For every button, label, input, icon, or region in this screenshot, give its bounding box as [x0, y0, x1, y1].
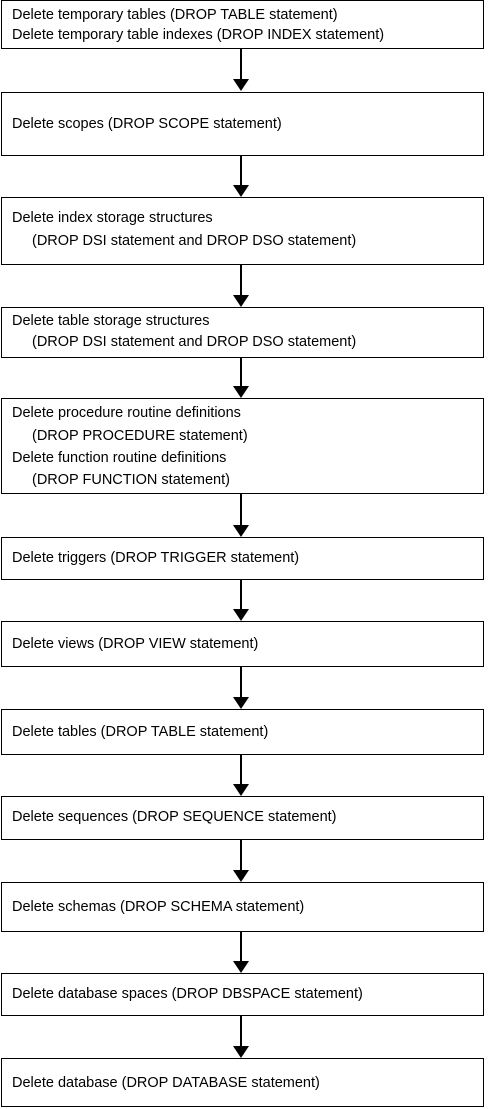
step-text: (DROP PROCEDURE statement) — [32, 428, 248, 444]
flow-arrow — [233, 49, 249, 91]
step-text: Delete temporary tables (DROP TABLE stat… — [12, 7, 338, 23]
step-box-database: Delete database (DROP DATABASE statement… — [1, 1058, 484, 1107]
flow-arrow — [233, 1016, 249, 1058]
step-box-scopes: Delete scopes (DROP SCOPE statement) — [1, 92, 484, 156]
flow-arrow — [233, 358, 249, 398]
step-box-views: Delete views (DROP VIEW statement) — [1, 621, 484, 667]
step-text: Delete table storage structures — [12, 313, 210, 329]
step-text: Delete database spaces (DROP DBSPACE sta… — [12, 986, 363, 1002]
step-text: Delete triggers (DROP TRIGGER statement) — [12, 550, 300, 566]
step-text: Delete schemas (DROP SCHEMA statement) — [12, 899, 305, 915]
flow-arrow — [233, 932, 249, 973]
step-text: Delete tables (DROP TABLE statement) — [12, 724, 269, 740]
step-box-index-storage: Delete index storage structures (DROP DS… — [1, 197, 484, 265]
step-box-triggers: Delete triggers (DROP TRIGGER statement) — [1, 537, 484, 580]
flow-arrow — [233, 840, 249, 882]
flow-arrow — [233, 494, 249, 537]
step-box-sequences: Delete sequences (DROP SEQUENCE statemen… — [1, 796, 484, 840]
step-text: Delete function routine definitions — [12, 450, 227, 466]
step-text: Delete views (DROP VIEW statement) — [12, 636, 259, 652]
step-text: Delete temporary table indexes (DROP IND… — [12, 27, 385, 43]
step-box-routines: Delete procedure routine definitions (DR… — [1, 398, 484, 494]
flow-arrow — [233, 265, 249, 307]
step-text: Delete scopes (DROP SCOPE statement) — [12, 116, 282, 132]
flow-arrow — [233, 755, 249, 796]
flow-arrow — [233, 156, 249, 197]
step-text: (DROP DSI statement and DROP DSO stateme… — [32, 233, 357, 249]
step-box-table-storage: Delete table storage structures (DROP DS… — [1, 307, 484, 358]
step-text: Delete database (DROP DATABASE statement… — [12, 1075, 320, 1091]
step-box-schemas: Delete schemas (DROP SCHEMA statement) — [1, 882, 484, 932]
step-text: Delete index storage structures — [12, 210, 213, 226]
flow-arrow — [233, 580, 249, 621]
step-text: Delete sequences (DROP SEQUENCE statemen… — [12, 809, 337, 825]
step-text: (DROP DSI statement and DROP DSO stateme… — [32, 334, 357, 350]
step-text: Delete procedure routine definitions — [12, 405, 241, 421]
step-box-temporary-tables: Delete temporary tables (DROP TABLE stat… — [1, 0, 484, 49]
step-box-database-spaces: Delete database spaces (DROP DBSPACE sta… — [1, 973, 484, 1016]
step-text: (DROP FUNCTION statement) — [32, 472, 230, 488]
flow-arrow — [233, 667, 249, 709]
step-box-tables: Delete tables (DROP TABLE statement) — [1, 709, 484, 755]
